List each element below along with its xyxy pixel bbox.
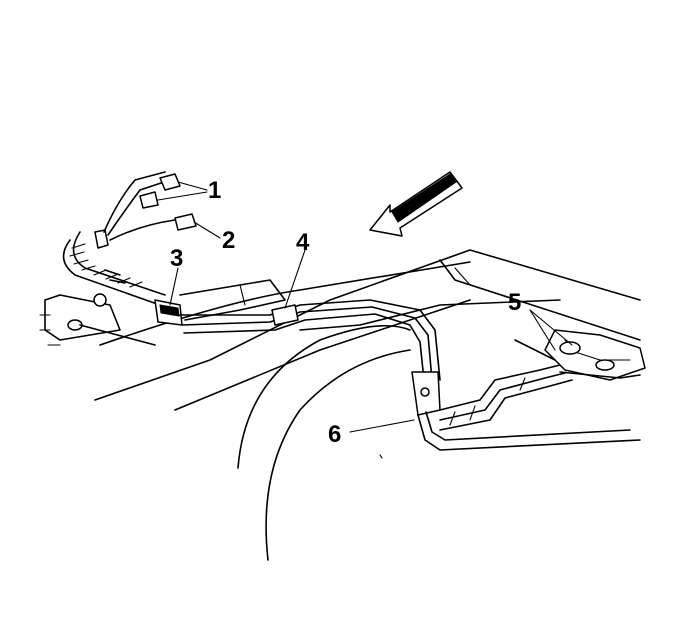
fitting-callout-2: [174, 213, 197, 231]
callout-3: 3: [170, 245, 183, 272]
fuel-lines: [179, 299, 561, 381]
forward-direction-arrow-icon: [369, 171, 463, 237]
callout-6: 6: [328, 421, 341, 448]
harness-conduit: [62, 171, 183, 326]
engine-components: [39, 269, 286, 346]
line-clip-bracket: [411, 371, 641, 451]
rear-fuel-lines: [439, 329, 646, 431]
vehicle-body-outline: [94, 249, 641, 411]
fitting-callout-1: [139, 173, 181, 209]
callout-1: 1: [208, 177, 221, 204]
callout-2: 2: [222, 227, 235, 254]
callout-4: 4: [296, 229, 310, 256]
leader-lines: [157, 181, 573, 433]
wheel-well: [237, 325, 411, 561]
callout-5: 5: [508, 289, 521, 316]
